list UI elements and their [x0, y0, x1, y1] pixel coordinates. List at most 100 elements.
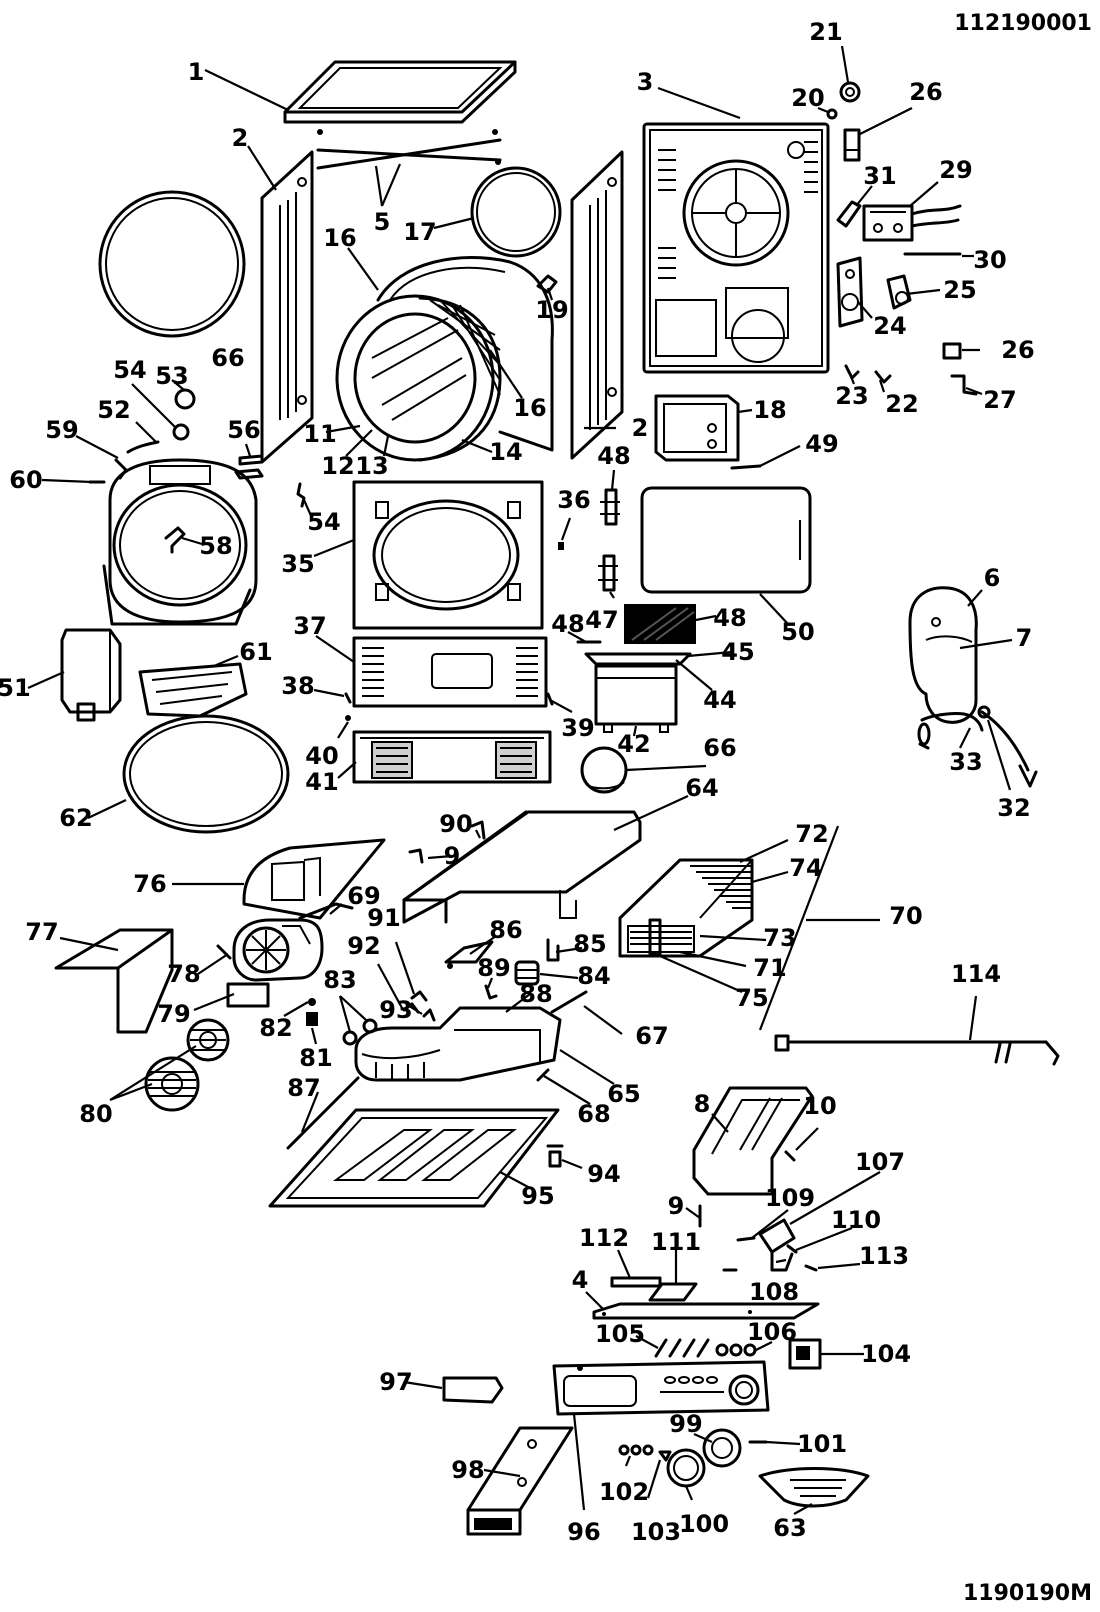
callout-106: 106 — [747, 1318, 797, 1346]
part-100-knob — [666, 1448, 706, 1488]
part-54-hook — [296, 482, 306, 508]
part-5-cross-braces — [316, 129, 502, 170]
part-52-spring — [126, 440, 160, 454]
part-94-foot — [546, 1144, 564, 1168]
part-29-terminal-block — [862, 204, 962, 242]
callout-66b: 66 — [703, 734, 736, 762]
callout-90: 90 — [439, 810, 472, 838]
callout-79: 79 — [157, 1000, 190, 1028]
callout-94: 94 — [587, 1160, 620, 1188]
callout-80: 80 — [79, 1100, 112, 1128]
callout-86: 86 — [489, 916, 522, 944]
callout-16b: 16 — [513, 394, 546, 422]
part-84-fitting — [514, 960, 540, 986]
callout-65: 65 — [607, 1080, 640, 1108]
part-81-bushing — [306, 1012, 318, 1026]
part-58-hinge — [164, 526, 186, 554]
callout-84: 84 — [577, 962, 610, 990]
callout-14: 14 — [489, 438, 522, 466]
part-16-drum-housing — [376, 256, 554, 452]
part-53-ring — [174, 388, 196, 410]
callout-52: 52 — [97, 396, 130, 424]
callout-75: 75 — [735, 984, 768, 1012]
callout-95: 95 — [521, 1182, 554, 1210]
part-98-drawer-handle — [466, 1426, 574, 1536]
part-105-button-set — [654, 1338, 757, 1358]
part-10-clip — [784, 1150, 796, 1162]
part-65-base-sump — [354, 1006, 562, 1082]
callout-19: 19 — [535, 296, 568, 324]
part-37-duct-housing — [352, 636, 548, 708]
callout-92: 92 — [347, 932, 380, 960]
part-2-left-side-panel — [260, 150, 314, 464]
parts-artwork — [54, 60, 1060, 1536]
callout-49: 49 — [805, 430, 838, 458]
callout-48a: 48 — [597, 442, 630, 470]
part-front-door-assembly — [102, 458, 258, 626]
callout-13: 13 — [355, 452, 388, 480]
callout-1: 1 — [188, 58, 205, 86]
part-48-filter-pad — [624, 604, 696, 644]
part-69-belt-tensioner — [298, 902, 354, 920]
callout-30: 30 — [973, 246, 1006, 274]
callout-108: 108 — [749, 1278, 799, 1306]
callout-29: 29 — [939, 156, 972, 184]
callout-12: 12 — [321, 452, 354, 480]
callout-53: 53 — [155, 362, 188, 390]
part-62-gasket — [122, 714, 290, 834]
callout-4: 4 — [572, 1266, 589, 1294]
callout-91: 91 — [367, 904, 400, 932]
part-87-rod — [286, 1076, 360, 1150]
callout-59: 59 — [45, 416, 78, 444]
part-47-bracket — [598, 554, 618, 592]
part-22-screw — [874, 370, 892, 384]
diagram-bottom-code: 1190190M — [963, 1581, 1092, 1606]
part-19-clip — [536, 274, 558, 294]
callout-35: 35 — [281, 550, 314, 578]
part-76-fan-housing — [242, 838, 386, 920]
part-111-plate — [648, 1282, 698, 1302]
part-77-bracket — [54, 928, 174, 1034]
part-35-front-frame — [352, 480, 544, 630]
callout-68: 68 — [577, 1100, 610, 1128]
callout-67: 67 — [635, 1022, 668, 1050]
callout-77: 77 — [25, 918, 58, 946]
part-113-screw — [804, 1264, 818, 1272]
part-86-bracket — [444, 940, 494, 969]
callout-54a: 54 — [113, 356, 146, 384]
callout-20: 20 — [791, 84, 824, 112]
part-41-condenser-tray — [352, 730, 552, 784]
callout-110: 110 — [831, 1206, 881, 1234]
part-21-knob — [839, 81, 861, 103]
part-82-nut — [308, 998, 316, 1006]
callout-63: 63 — [773, 1514, 806, 1542]
callout-85: 85 — [573, 930, 606, 958]
part-51-lint-bin — [60, 628, 122, 722]
part-91-screw — [410, 990, 428, 1002]
callout-97: 97 — [379, 1368, 412, 1396]
callout-64: 64 — [685, 774, 718, 802]
part-109-screw — [736, 1236, 756, 1242]
callout-87: 87 — [287, 1074, 320, 1102]
part-2-right-side-panel — [570, 150, 624, 460]
callout-54b: 54 — [307, 508, 340, 536]
callout-98: 98 — [451, 1456, 484, 1484]
callout-56: 56 — [227, 416, 260, 444]
callout-102: 102 — [599, 1478, 649, 1506]
callout-5: 5 — [374, 208, 391, 236]
callout-17: 17 — [403, 218, 436, 246]
callout-8: 8 — [694, 1090, 711, 1118]
callout-100: 100 — [679, 1510, 729, 1538]
part-78-clip — [216, 944, 232, 960]
callout-11: 11 — [303, 420, 336, 448]
callout-40: 40 — [305, 742, 338, 770]
callout-26a: 26 — [909, 78, 942, 106]
part-9-screw — [408, 848, 424, 864]
callout-36: 36 — [557, 486, 590, 514]
callout-10: 10 — [803, 1092, 836, 1120]
callout-9b: 9 — [668, 1192, 685, 1220]
callout-70: 70 — [889, 902, 922, 930]
part-80-pulleys — [144, 1018, 230, 1112]
part-48-bracket — [600, 488, 620, 526]
